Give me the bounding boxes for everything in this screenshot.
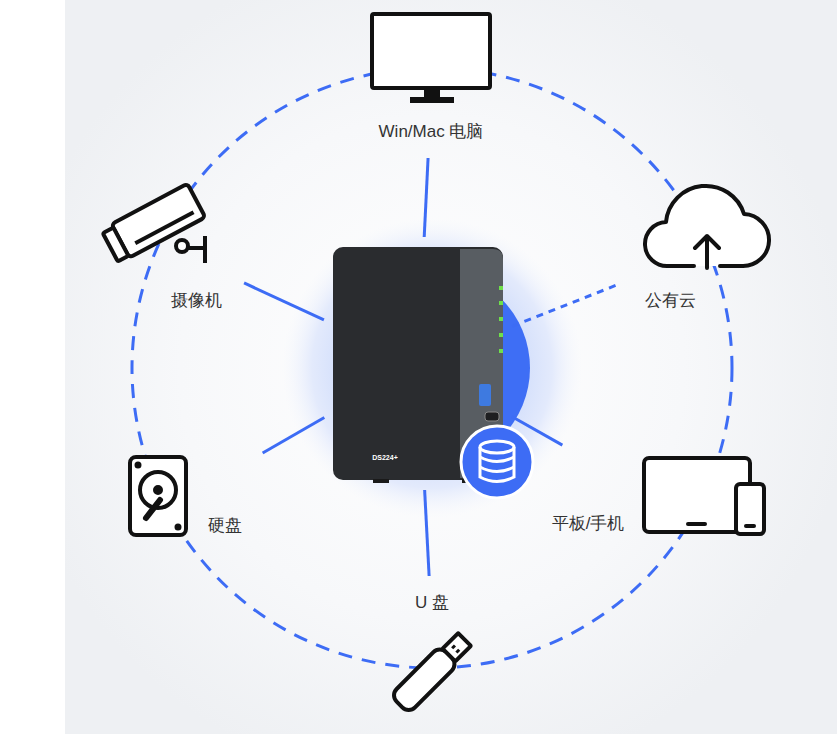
panel-ground [65,0,837,734]
db-top [480,441,514,453]
connector-line [425,490,430,576]
nas-device [333,247,533,498]
harddisk-icon [130,457,186,535]
tablet-button [688,522,705,526]
camera-joint [176,240,188,252]
database-badge [461,426,533,498]
device-node: Win/Mac 电脑 [350,8,514,148]
disk-screw [137,464,140,467]
dashed-ring [132,68,732,668]
cloud-icon [645,186,769,268]
tablet-phone-icon [644,458,764,534]
device-node: 公有云 [628,183,780,318]
device-label: Win/Mac 电脑 [379,120,484,143]
nas-node: DS224+ [333,247,503,480]
device-node: 平板/手机 [535,450,770,542]
cloud-arrow [695,236,719,268]
led [499,286,503,290]
usb-icon [390,630,473,713]
monitor-base [410,97,454,103]
connector-line [244,283,324,320]
led [499,317,503,321]
connector-line [263,417,325,453]
nas-foot [373,479,389,483]
halo [282,218,582,518]
database-icon [480,441,514,482]
device-node: U 盘 [388,586,478,714]
camera-stripe [135,212,193,243]
device-label: U 盘 [415,591,449,614]
camera-lens [103,228,129,262]
monitor-neck [424,88,440,98]
device-label: 平板/手机 [552,512,625,535]
usb-hole [455,649,460,654]
monitor-screen [372,14,490,88]
db-rings [480,457,514,472]
disk-screw [177,526,180,529]
phone-button [746,524,754,528]
model-name: DS224+ [372,454,398,461]
disk-arm [146,500,160,518]
connector-line [512,416,563,445]
led [499,301,503,305]
db-side [480,447,514,482]
device-node: 摄像机 [100,180,235,315]
device-label: 摄像机 [171,289,222,312]
led [499,333,503,337]
device-node: 硬盘 [122,450,254,542]
usb-port [479,384,491,406]
c-port [485,412,499,421]
usb-plug [443,633,471,661]
disk-spindle [155,487,161,493]
connector-line [424,158,428,237]
device-label: 公有云 [645,289,696,312]
usb-hole [451,644,456,649]
monitor-icon [372,14,490,103]
led [499,349,503,353]
disk-case [130,457,186,535]
device-label: 硬盘 [208,514,242,537]
connector-line [512,284,618,326]
camera-icon [101,184,205,264]
phone [736,484,764,534]
